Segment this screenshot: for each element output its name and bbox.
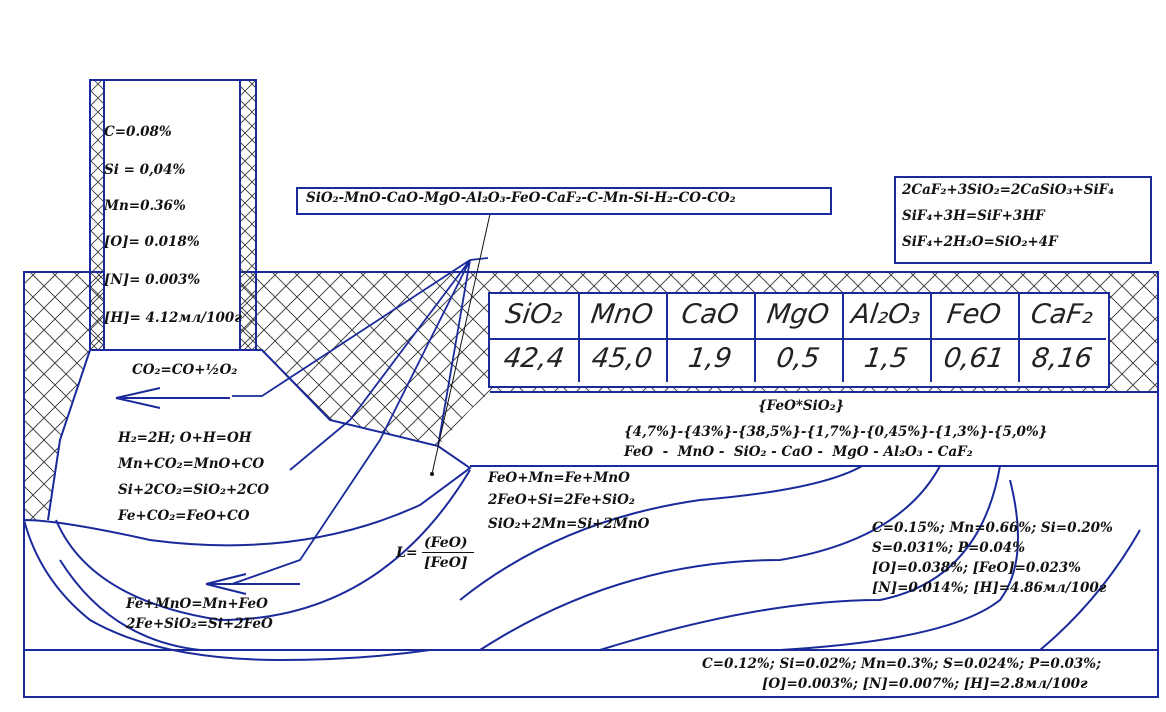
weld-metal-line-2: S=0.031%; P=0.04% — [872, 540, 1026, 556]
weld-pool-contours — [23, 465, 1141, 662]
fan-lines — [231, 259, 471, 585]
slag-oxides: FeO - MnO - SiO₂ - CaO - MgO - Al₂O₃ - C… — [624, 444, 973, 460]
flux-table-header: MgO — [764, 299, 832, 330]
pool-reaction-1: Fe+MnO=Mn+FeO — [126, 596, 268, 612]
flux-table-header: MnO — [588, 299, 656, 330]
weld-metal-line-1: C=0.15%; Mn=0.66%; Si=0.20% — [872, 520, 1113, 536]
flux-table-value: 45,0 — [589, 343, 655, 374]
label-pointer — [431, 213, 491, 475]
flux-table-header: FeO — [945, 299, 1003, 330]
electrode-coating-right — [239, 79, 257, 351]
pool-reaction-2: 2Fe+SiO₂=Si+2FeO — [126, 616, 273, 632]
distribution-numerator: (FeO) — [424, 535, 468, 551]
electrode-o: [O]= 0.018% — [104, 234, 200, 250]
weld-metal-line-4: [N]=0.014%; [H]=4.86мл/100г — [872, 580, 1107, 596]
distribution-lhs: L= — [396, 545, 418, 561]
electrode-n: [N]= 0.003% — [104, 272, 201, 288]
electrode-mn: Mn=0.36% — [104, 198, 186, 214]
flux-left-strip — [24, 360, 88, 520]
slag-metal-reaction-1: FeO+Mn=Fe+MnO — [488, 470, 630, 486]
distribution-denominator: [FeO] — [424, 555, 468, 571]
arc-reaction-1: H₂=2H; O+H=OH — [118, 430, 252, 446]
flux-table — [488, 292, 1110, 388]
fluoride-reaction-2: SiF₄+3H=SiF+3HF — [902, 208, 1045, 224]
flux-table-value: 1,9 — [686, 343, 734, 374]
flux-table-header: SiO₂ — [503, 299, 565, 330]
weld-metal-line-3: [O]=0.038%; [FeO]=0.023% — [872, 560, 1082, 576]
fluoride-reaction-3: SiF₄+2H₂O=SiO₂+4F — [902, 234, 1058, 250]
arc-cavity — [23, 349, 472, 547]
slag-metal-reaction-2: 2FeO+Si=2Fe+SiO₂ — [488, 492, 635, 508]
arc-reaction-3: Si+2CO₂=SiO₂+2CO — [118, 482, 270, 498]
cavity-left-wall — [47, 349, 91, 521]
electrode-h: [H]= 4.12мл/100г — [104, 310, 242, 326]
flux-table-header: CaF₂ — [1028, 299, 1096, 330]
fluoride-reaction-1: 2CaF₂+3SiO₂=2CaSiO₃+SiF₄ — [902, 182, 1115, 198]
fraction-bar — [422, 552, 474, 553]
base-metal-line-2: [O]=0.003%; [N]=0.007%; [H]=2.8мл/100г — [762, 676, 1088, 692]
electrode-c: C=0.08% — [104, 124, 172, 140]
electrode-si: Si = 0,04% — [104, 162, 186, 178]
arc-reaction-2: Mn+CO₂=MnO+CO — [118, 456, 265, 472]
slag-metal-reaction-3: SiO₂+2Mn=Si+2MnO — [488, 516, 650, 532]
flux-table-header: Al₂O₃ — [849, 299, 923, 330]
slag-percents: {4,7%}-{43%}-{38,5%}-{1,7%}-{0,45%}-{1,3… — [624, 424, 1048, 440]
arc-reaction-4: Fe+CO₂=FeO+CO — [118, 508, 250, 524]
flux-table-header: CaO — [679, 299, 741, 330]
flux-table-value: 8,16 — [1029, 343, 1095, 374]
outer-frame — [23, 271, 1159, 698]
flux-table-value: 0,5 — [774, 343, 822, 374]
slag-system-box — [296, 187, 832, 215]
gas-arrow — [115, 387, 230, 409]
flux-table-value: 42,4 — [501, 343, 567, 374]
flux-table-row-divider — [490, 338, 1106, 340]
electrode-core — [103, 79, 241, 351]
flux-table-value: 0,61 — [941, 343, 1007, 374]
pool-arrow — [205, 573, 300, 595]
flux-table-value: 1,5 — [862, 343, 910, 374]
fan-apex-line — [469, 257, 489, 261]
base-metal-line-1: C=0.12%; Si=0.02%; Mn=0.3%; S=0.024%; P=… — [702, 656, 1102, 672]
electrode-coating-left — [89, 79, 105, 351]
label-pointer-dot — [430, 472, 434, 476]
fluoride-reactions-box — [894, 176, 1152, 264]
co2-reaction: CO₂=CO+½O₂ — [132, 362, 238, 378]
slag-compound: {FeO*SiO₂} — [758, 398, 845, 414]
slag-system-label: SiO₂-MnO-CaO-MgO-Al₂O₃-FeO-CaF₂-C-Mn-Si-… — [306, 190, 736, 206]
